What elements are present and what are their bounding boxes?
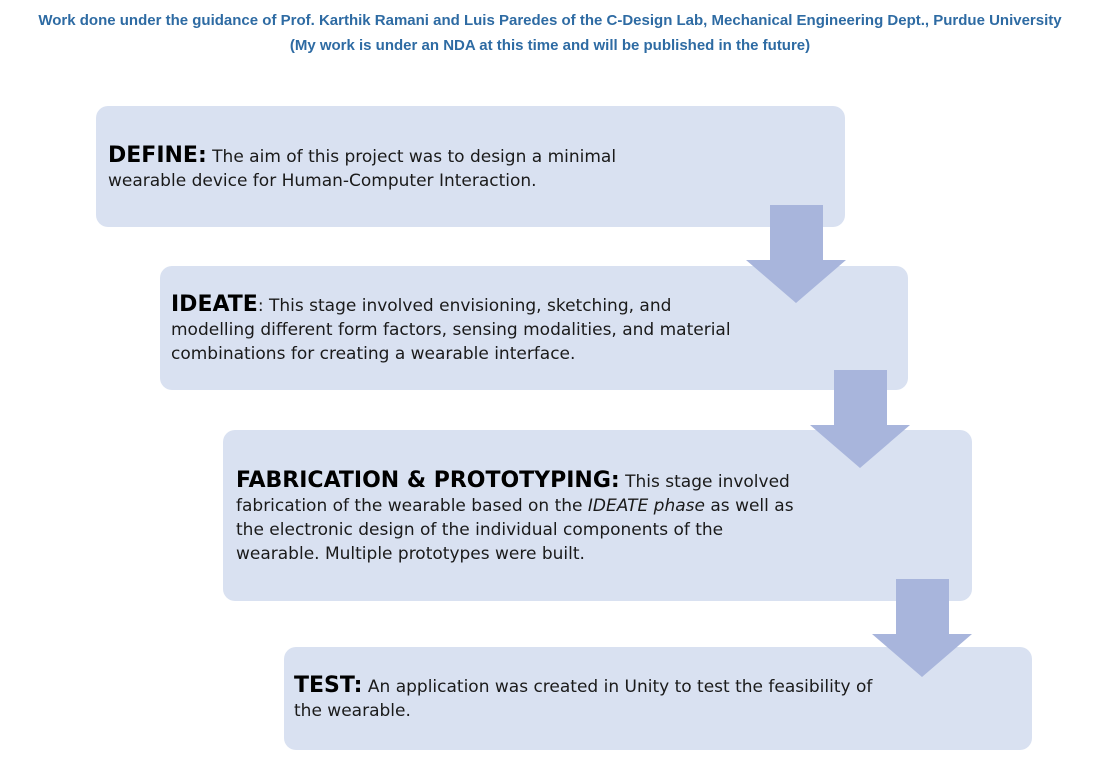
stage-define-line2: wearable device for Human-Computer Inter… [108, 171, 537, 191]
stage-ideate-title: IDEATE [171, 292, 258, 317]
stage-ideate-text: IDEATE: This stage involved envisioning,… [171, 293, 731, 366]
stage-fabrication-line1: This stage involved [625, 472, 790, 492]
header-guidance-line: Work done under the guidance of Prof. Ka… [38, 12, 1062, 29]
flow-arrow-1-shape [746, 205, 846, 303]
stage-ideate-line1: This stage involved envisioning, sketchi… [268, 296, 672, 316]
stage-fabrication-line4: wearable. Multiple prototypes were built… [236, 544, 585, 564]
stage-test-title: TEST: [294, 673, 363, 698]
flow-arrow-down-icon [810, 370, 910, 468]
stage-test-line2: the wearable. [294, 701, 411, 721]
stage-fabrication-line3: the electronic design of the individual … [236, 520, 724, 540]
stage-test-line1: An application was created in Unity to t… [367, 677, 873, 697]
stage-box-fabrication: FABRICATION & PROTOTYPING: This stage in… [223, 430, 972, 601]
stage-define-text: DEFINE: The aim of this project was to d… [108, 144, 616, 193]
stage-fabrication-line2b: as well as [710, 496, 794, 516]
flow-arrow-2-shape [810, 370, 910, 468]
stage-box-define: DEFINE: The aim of this project was to d… [96, 106, 845, 227]
flow-arrow-3-shape [872, 579, 972, 677]
header-nda-line: (My work is under an NDA at this time an… [289, 37, 811, 54]
stage-fabrication-text: FABRICATION & PROTOTYPING: This stage in… [236, 469, 794, 566]
stage-test-text: TEST: An application was created in Unit… [294, 674, 872, 723]
stage-define-title: DEFINE: [108, 143, 207, 168]
flow-arrow-down-icon [872, 579, 972, 677]
flow-arrow-down-icon [746, 205, 846, 303]
stage-fabrication-title: FABRICATION & PROTOTYPING: [236, 468, 620, 493]
stage-define-line1: The aim of this project was to design a … [212, 147, 617, 167]
stage-ideate-line2: modelling different form factors, sensin… [171, 320, 731, 340]
stage-ideate-colon: : [257, 296, 264, 316]
page-header: Work done under the guidance of Prof. Ka… [0, 8, 1100, 58]
stage-fabrication-line2a: fabrication of the wearable based on the [236, 496, 583, 516]
stage-fabrication-line2-italic: IDEATE phase [587, 496, 705, 516]
stage-ideate-line3: combinations for creating a wearable int… [171, 344, 576, 364]
